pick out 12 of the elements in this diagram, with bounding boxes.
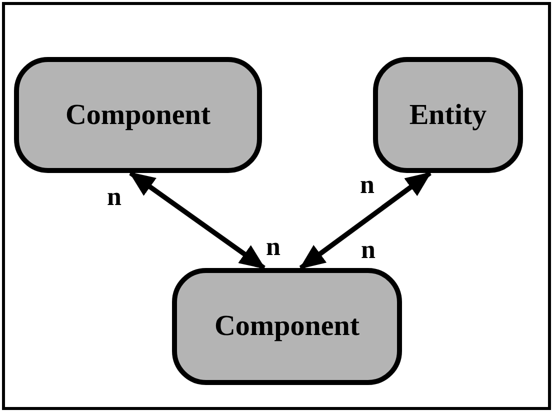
node-label: Entity <box>409 98 487 132</box>
rounded-box <box>172 268 402 385</box>
rounded-box <box>373 57 523 173</box>
cardinality-label: n <box>266 234 280 260</box>
node-label: Component <box>214 310 360 343</box>
node-label: Component <box>65 98 210 132</box>
arrow <box>128 170 266 270</box>
cardinality-label: n <box>360 172 374 198</box>
cardinality-label: n <box>107 184 122 210</box>
rounded-box <box>14 57 262 173</box>
cardinality-label: n <box>361 237 376 263</box>
arrow <box>299 170 432 270</box>
